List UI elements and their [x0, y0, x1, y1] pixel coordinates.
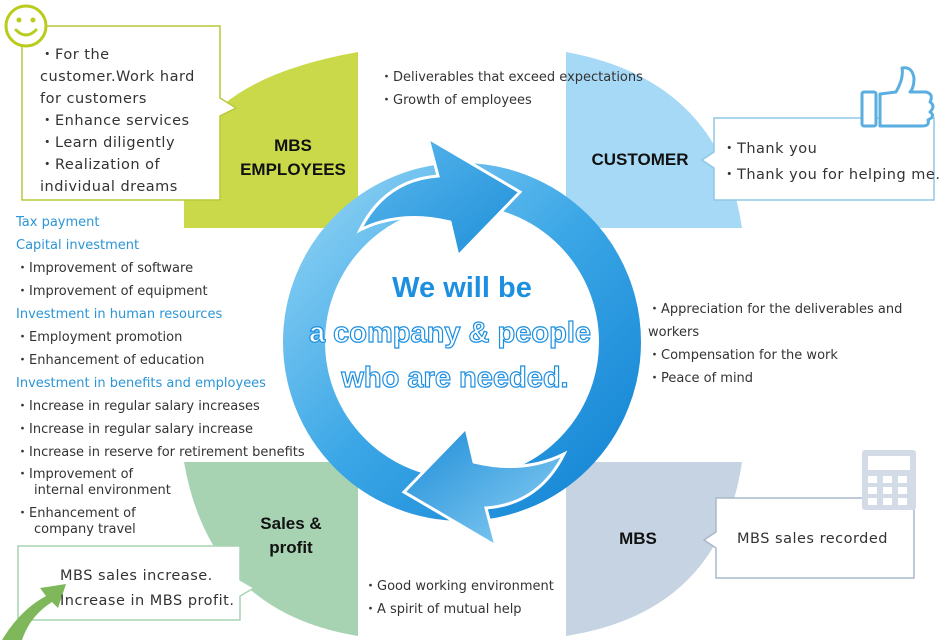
employee-callout-shape: [4, 4, 238, 201]
employee-callout-line: ・For the: [40, 47, 110, 63]
list-item: ・Increase in reserve for retirement bene…: [16, 445, 305, 460]
flow-note-item: ・Growth of employees: [380, 93, 532, 108]
list-item: ・Enhancement of education: [16, 353, 205, 368]
mbs-callout-shape: [702, 450, 916, 579]
smiley-icon: [4, 4, 48, 48]
mbs-quadrant: [566, 462, 742, 636]
list-heading: Capital investment: [16, 238, 140, 253]
list-item: company travel: [34, 522, 136, 537]
thumbs-up-icon: [860, 66, 935, 128]
center-line-1: We will be: [392, 272, 532, 304]
sales-to-employee-notes: ・Good working environment ・A spirit of m…: [364, 575, 554, 621]
flow-note-item: ・A spirit of mutual help: [364, 602, 522, 617]
employee-callout-line: individual dreams: [40, 179, 178, 195]
customer-quadrant: [566, 52, 742, 228]
list-item: ・Employment promotion: [16, 330, 183, 345]
sales-quadrant: [184, 462, 358, 636]
investment-list: Tax payment Capital investment ・Improvem…: [16, 211, 305, 538]
center-line-2: a company & people: [308, 316, 591, 349]
employees-label: MBS EMPLOYEES: [228, 134, 358, 182]
list-item: ・Increase in regular salary increase: [16, 422, 254, 437]
center-line-3: who are needed.: [341, 361, 569, 394]
customer-to-mbs-notes: ・Appreciation for the deliverables and w…: [648, 298, 945, 390]
flow-note-item: ・Appreciation for the deliverables and w…: [648, 302, 903, 340]
employee-callout-line: ・Enhance services: [40, 113, 190, 129]
list-item: ・Enhancement of: [16, 506, 136, 521]
flow-note-item: ・Good working environment: [364, 579, 554, 594]
mbs-label: MBS: [619, 529, 657, 548]
list-heading: Tax payment: [16, 215, 100, 230]
calculator-icon: [862, 450, 916, 510]
employee-callout-line: ・Realization of: [40, 157, 161, 173]
sales-label: Sales & profit: [236, 512, 346, 560]
bottom-arrow-head: [401, 424, 568, 550]
employee-callout-text: ・For the customer.Work hard for customer…: [40, 44, 195, 198]
sales-callout-line: MBS sales increase.: [60, 568, 213, 584]
list-item: internal environment: [34, 483, 171, 498]
employee-callout-line: customer.Work hard: [40, 69, 195, 85]
customer-callout-line: ・Thank you for helping me.: [722, 167, 941, 183]
customer-callout-text: ・Thank you ・Thank you for helping me.: [722, 136, 940, 188]
sales-callout-text: MBS sales increase. Increase in MBS prof…: [60, 564, 234, 614]
sales-label-line1: Sales &: [260, 514, 322, 533]
sales-callout-line: Increase in MBS profit.: [60, 593, 235, 609]
list-item: ・Improvement of: [16, 467, 134, 482]
flow-note-item: ・Deliverables that exceed expectations: [380, 70, 643, 85]
customer-callout-line: ・Thank you: [722, 141, 818, 157]
list-heading: Investment in benefits and employees: [16, 376, 266, 391]
sales-callout-shape: [2, 545, 256, 640]
employees-quadrant: [184, 52, 358, 228]
growth-arrow-icon: [2, 584, 66, 640]
list-item: ・Increase in regular salary increases: [16, 399, 260, 414]
employees-label-line2: EMPLOYEES: [240, 160, 346, 179]
top-arrow-head: [356, 134, 523, 260]
list-item: ・Improvement of equipment: [16, 284, 208, 299]
employee-to-customer-notes: ・Deliverables that exceed expectations ・…: [380, 66, 643, 112]
employees-label-line1: MBS: [274, 136, 312, 155]
flow-note-item: ・Peace of mind: [648, 371, 754, 386]
employee-callout-line: for customers: [40, 91, 147, 107]
flow-note-item: ・Compensation for the work: [648, 348, 838, 363]
list-item: ・Improvement of software: [16, 261, 194, 276]
employee-callout-line: ・Learn diligently: [40, 135, 176, 151]
sales-label-line2: profit: [269, 538, 313, 557]
list-heading: Investment in human resources: [16, 307, 223, 322]
mbs-callout-text: MBS sales recorded: [737, 531, 889, 547]
customer-label: CUSTOMER: [591, 150, 689, 169]
customer-callout-shape: [700, 66, 935, 201]
